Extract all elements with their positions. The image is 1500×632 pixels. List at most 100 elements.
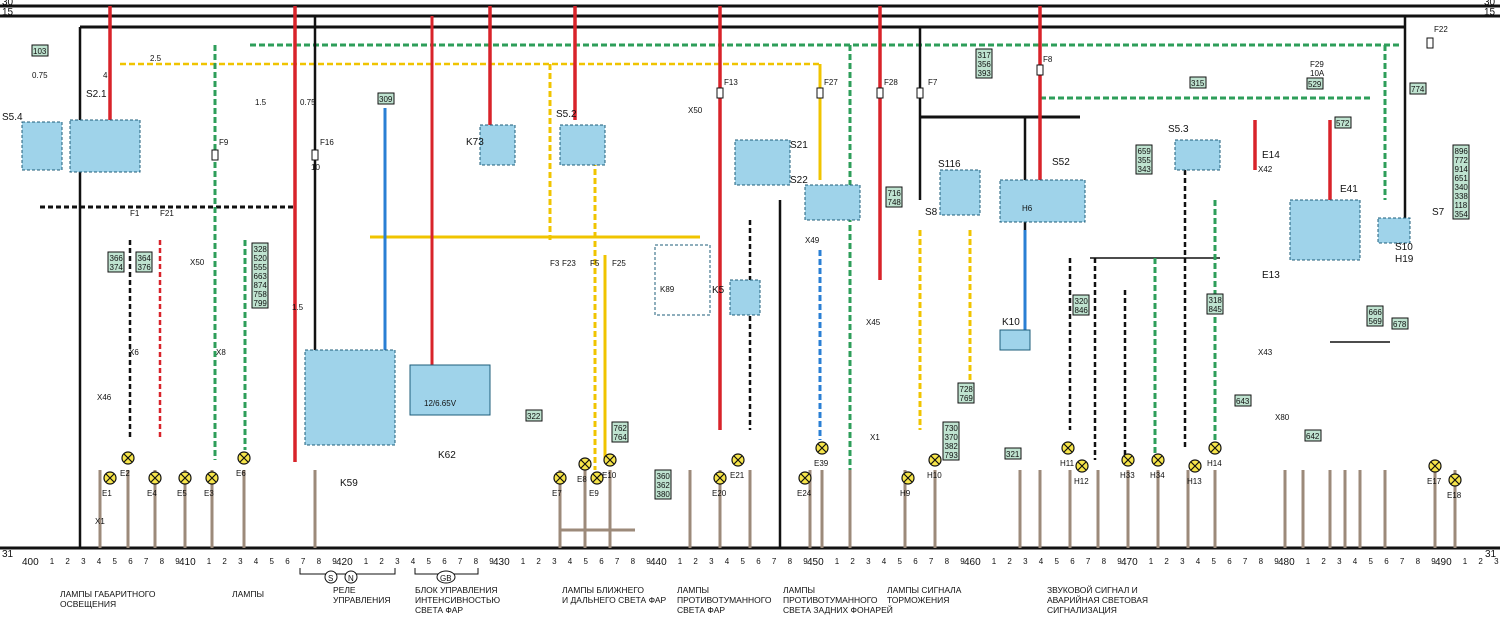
fuse-f28-body [876,87,884,99]
ref-stack-item: 769 [960,394,974,403]
fuse-f5: F5 [590,259,600,268]
scale-minor: 4 [1196,557,1201,566]
lamp-label-e39: E39 [814,459,829,468]
wire-size-1: 0.75 [32,71,48,80]
ref-stack-item: 343 [1138,165,1152,174]
scale-minor: 4 [254,557,259,566]
scale-major-490: 490 [1435,557,1452,568]
conn-x1: X1 [95,517,105,526]
scale-minor: 7 [144,557,149,566]
lamp-e1: E1 [102,471,117,498]
box-k73 [479,124,516,166]
ref-stack-item: 555 [254,263,268,272]
caption-horn-1: ЗВУКОВОЙ СИГНАЛ И [1047,584,1138,595]
marker-s: S [328,574,333,583]
fuse-f22-body [1426,37,1434,49]
scale-minor: 2 [1164,557,1169,566]
marker-gb: GB [440,574,452,583]
lamp-cross [580,459,590,469]
lamp-cross [555,473,565,483]
lamp-label-h9: H9 [900,489,911,498]
scale-minor: 2 [1007,557,1012,566]
box-k59 [304,349,396,446]
lamp-label-e3: E3 [204,489,214,498]
ref-stack-box [1206,293,1224,315]
scale-minor: 6 [1227,557,1232,566]
ref-stack-box [1366,305,1384,327]
ref-stack-item: 569 [1369,317,1383,326]
label-k10: K10 [1002,317,1020,328]
ref-stack-box [975,48,993,79]
caption-ffog-1: ЛАМПЫ [677,585,709,595]
lamp-cross [1123,455,1133,465]
scale-minor: 6 [913,557,918,566]
ref-stack-box [942,421,960,461]
lamp-cross [239,453,249,463]
lamp-h10: H10 [927,453,942,480]
tag-572 [1334,116,1352,129]
tag-103 [31,44,49,57]
label-h6: H6 [1022,204,1033,213]
scale-minor: 8 [1259,557,1264,566]
wire-size-5: 10 [311,163,320,172]
ref-stack-item: 764 [614,433,628,442]
label-e14: E14 [1262,150,1280,161]
ref-stack-box [611,421,629,443]
lamp-label-e1: E1 [102,489,112,498]
scale-minor: 1 [1149,557,1154,566]
lamp-cross [150,473,160,483]
lamp-e17: E17 [1427,459,1442,486]
scale-minor: 7 [1243,557,1248,566]
scale-minor: 7 [1086,557,1091,566]
conn-x42: X42 [1258,165,1273,174]
tag-309-text: 309 [379,95,393,104]
fuse-f27-body [816,87,824,99]
scale-minor: 8 [1416,557,1421,566]
scale-minor: 4 [568,557,573,566]
scale-minor: 1 [1306,557,1311,566]
caption-rfog-1: ЛАМПЫ [783,585,815,595]
connector-labels: X1 X6 X8 X45 X46 X49 X42 X43 X80 X50 [95,165,1290,526]
tag-322 [525,409,543,422]
box-s10 [1377,217,1411,244]
group-captions: ЛАМПЫ ГАБАРИТНОГО ОСВЕЩЕНИЯ ЛАМПЫ РЕЛЕ У… [60,584,1148,615]
scale-major-440: 440 [650,557,667,568]
scale-minor: 2 [222,557,227,566]
caption-relay-1: РЕЛЕ [333,585,356,595]
ref-stack-box [1452,144,1470,220]
scale-minor: 1 [992,557,997,566]
fuse-f21: F21 [160,209,174,218]
ref-stack-item: 663 [254,272,268,281]
lamp-cross [105,473,115,483]
ref-stack-box [654,469,672,500]
label-s5-2: S5.2 [556,109,577,120]
scale-minor: 6 [1384,557,1389,566]
lamp-cross [1430,461,1440,471]
lamp-label-e17: E17 [1427,477,1442,486]
fuse-f13-body [716,87,724,99]
scale-minor: 4 [882,557,887,566]
scale-minor: 7 [615,557,620,566]
caption-lamps: ЛАМПЫ [232,589,264,599]
label-s5-4: S5.4 [2,112,23,123]
tag-309 [377,92,395,105]
scale-minor: 8 [474,557,479,566]
scale-minor: 3 [552,557,557,566]
fuse-f9: F9 [219,138,229,147]
scale-major-400: 400 [22,557,39,568]
scale-minor: 8 [788,557,793,566]
ref-stack-item: 364 [138,254,152,263]
scale-minor: 3 [866,557,871,566]
box-s5-3 [1174,139,1221,171]
scale-minor: 2 [65,557,70,566]
lamp-e24: E24 [797,471,812,498]
lamp-h34: H34 [1150,453,1165,480]
scale-minor: 2 [1478,557,1483,566]
label-s8: S8 [925,207,938,218]
component-boxes [21,119,1411,446]
ref-stack-item: 520 [254,254,268,263]
